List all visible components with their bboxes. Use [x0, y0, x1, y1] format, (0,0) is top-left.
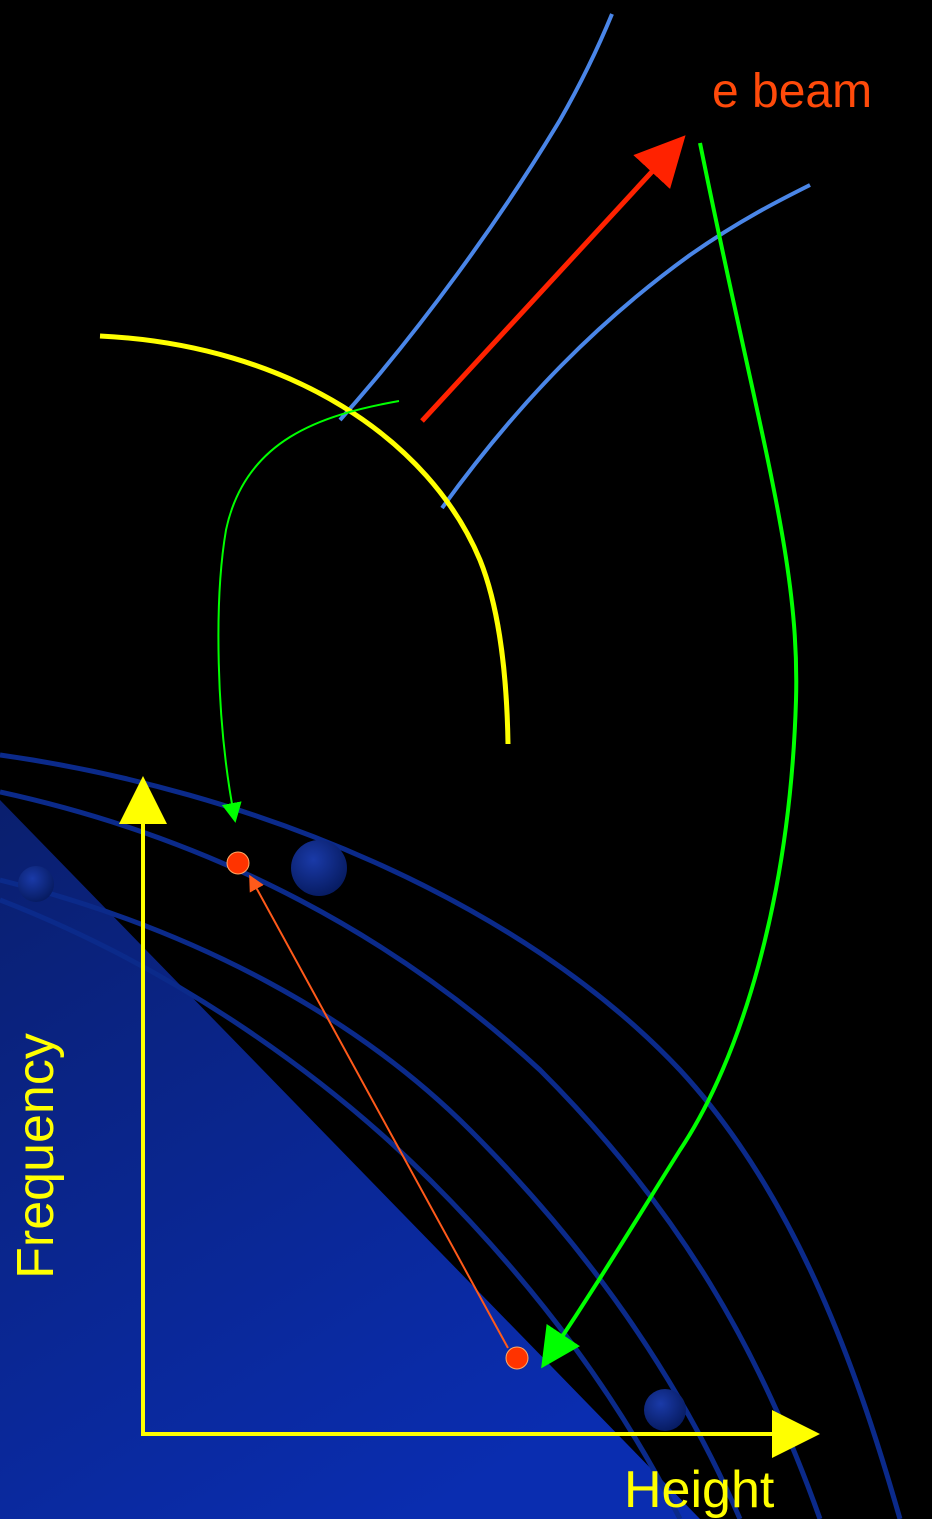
- emission-point-high: [226, 851, 250, 875]
- plasma-curve-4: [0, 897, 683, 1519]
- electron-beam-arrow: [420, 135, 686, 423]
- field-lines: [338, 13, 811, 510]
- emission-path-thick: [541, 142, 799, 1369]
- emission-path-thin: [217, 400, 400, 823]
- plasma-blob-left: [18, 866, 54, 902]
- plasma-region-fill: [0, 800, 700, 1519]
- shock-front-curve: [99, 333, 511, 745]
- plasma-blob-lower: [644, 1389, 686, 1431]
- x-axis-label: Height: [624, 1461, 775, 1519]
- plasma-curves: [0, 752, 903, 1519]
- field-line-right: [440, 183, 811, 510]
- plasma-curve-2: [0, 789, 823, 1519]
- emission-point-low: [505, 1346, 529, 1370]
- emission-connector-arrow: [249, 874, 509, 1349]
- plasma-blob-large: [291, 840, 347, 896]
- field-line-left: [338, 13, 614, 422]
- plasma-curve-outer: [0, 752, 903, 1519]
- plasma-curve-3: [0, 877, 743, 1519]
- y-axis-label: Frequency: [7, 1033, 65, 1279]
- beam-label: e beam: [712, 65, 873, 118]
